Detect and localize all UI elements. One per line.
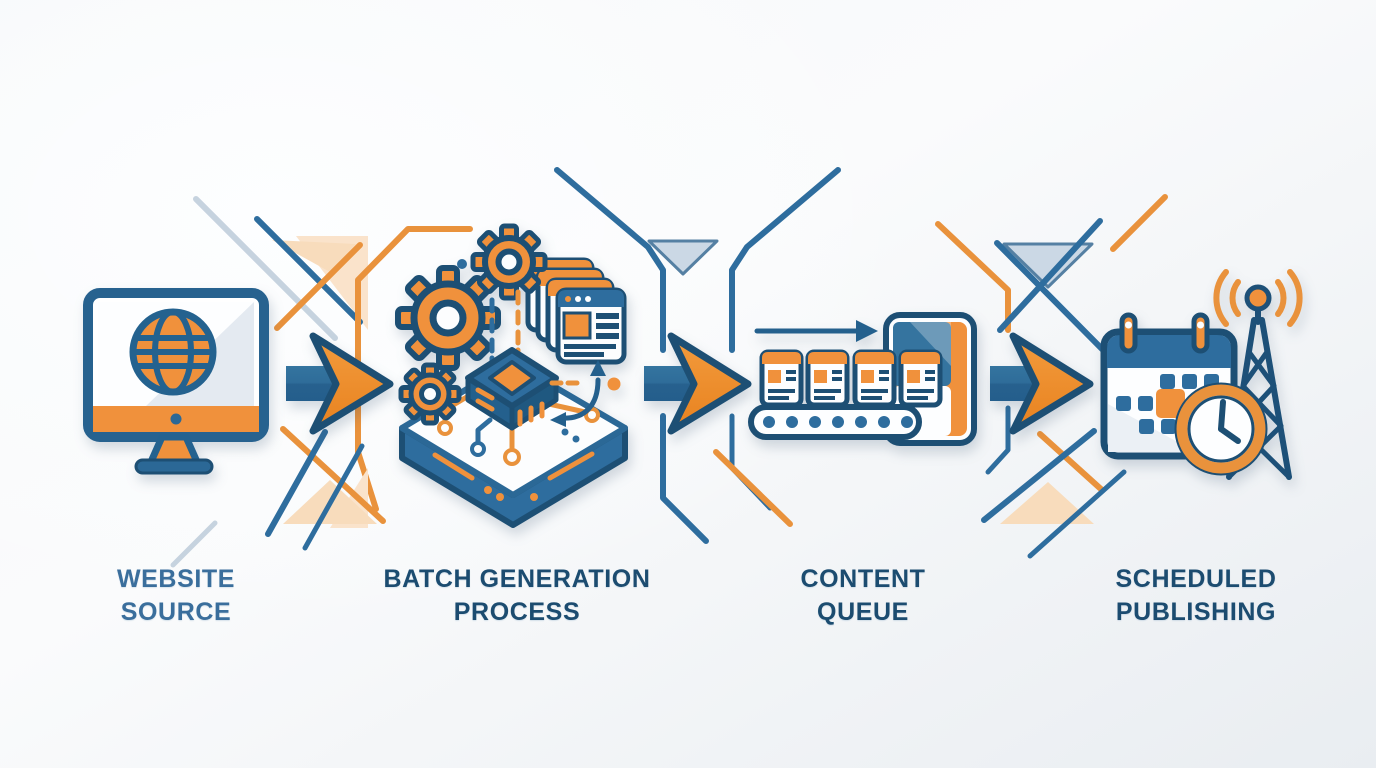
stage-label-line: PROCESS xyxy=(453,598,581,626)
flow-arrow-3 xyxy=(990,332,1094,435)
decor-cluster-3 xyxy=(935,194,1168,559)
stage-label-batch-generation-process: BATCH GENERATION PROCESS xyxy=(342,563,692,629)
document-card xyxy=(759,349,804,408)
stage-label-content-queue: CONTENT QUEUE xyxy=(763,563,963,629)
document-card xyxy=(852,349,897,408)
gear-icon-top xyxy=(470,223,548,301)
monitor-power-dot xyxy=(170,413,182,425)
queue-direction-arrow xyxy=(754,320,878,342)
flow-arrow-2 xyxy=(644,332,752,435)
document-card xyxy=(805,349,850,408)
clock-icon xyxy=(1174,382,1268,476)
stage-label-line: BATCH GENERATION xyxy=(383,565,651,593)
stage-label-line: WEBSITE xyxy=(116,565,236,593)
decor-cluster-2 xyxy=(554,167,841,544)
stage-icon-website-source xyxy=(83,288,269,475)
chip-icon xyxy=(465,347,559,431)
flow-arrow-1 xyxy=(286,332,394,435)
stage-label-line: SCHEDULED xyxy=(1115,565,1277,593)
document-stack xyxy=(525,257,627,365)
calendar-highlighted-day xyxy=(1156,389,1185,418)
signal-waves-icon xyxy=(1213,269,1303,327)
decor-dot-blue xyxy=(457,259,467,269)
stage-label-line: QUEUE xyxy=(817,598,909,626)
stage-label-line: PUBLISHING xyxy=(1115,598,1277,626)
stage-label-line: CONTENT xyxy=(800,565,926,593)
document-card xyxy=(898,349,943,408)
stage-label-website-source: WEBSITE SOURCE xyxy=(66,563,286,629)
loop-arrow xyxy=(549,360,621,427)
conveyor-belt xyxy=(748,404,922,440)
queued-document-cards xyxy=(759,349,943,408)
stage-icon-batch-generation xyxy=(395,223,628,528)
stage-label-scheduled-publishing: SCHEDULED PUBLISHING xyxy=(1086,563,1306,629)
stage-icon-scheduled-publishing xyxy=(1100,269,1303,480)
globe-icon xyxy=(129,308,217,396)
browser-window xyxy=(555,287,627,365)
decor-cluster-1 xyxy=(170,196,473,568)
stage-icon-content-queue xyxy=(748,312,977,446)
monitor-base xyxy=(134,458,214,475)
gear-icon-small xyxy=(398,362,462,426)
stage-label-line: SOURCE xyxy=(120,598,232,626)
gear-icon-large xyxy=(395,265,501,371)
